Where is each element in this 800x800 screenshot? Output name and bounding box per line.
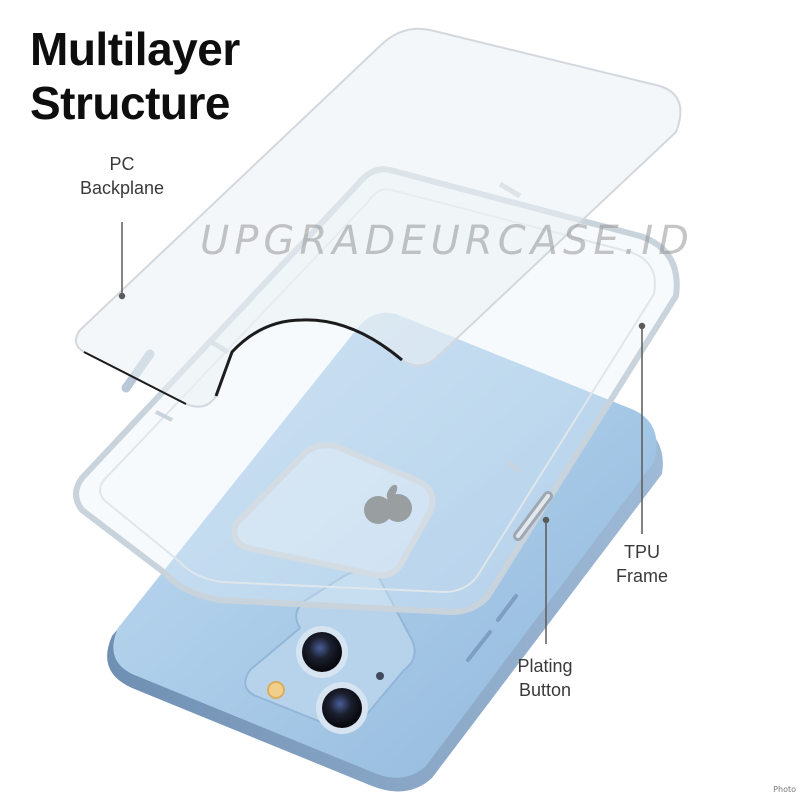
backplane-label: PC Backplane — [62, 152, 182, 200]
button-label-line-2: Button — [518, 680, 572, 700]
phone-body — [107, 312, 663, 792]
page-title: Multilayer Structure — [30, 22, 240, 130]
button-label-line-1: Plating — [517, 656, 573, 676]
watermark-text: UPGRADEURCASE.ID — [200, 218, 694, 264]
button-label: Plating Button — [490, 654, 600, 702]
title-line-2: Structure — [30, 77, 230, 129]
frame-label-line-2: Frame — [615, 566, 668, 586]
pc-backplane — [74, 27, 682, 408]
apple-logo — [364, 484, 412, 524]
corner-credit: Photo — [773, 785, 796, 794]
callout-lines — [118, 222, 646, 644]
tpu-frame — [73, 166, 680, 616]
backplane-label-line-1: PC — [109, 154, 135, 174]
backplane-label-line-2: Backplane — [79, 178, 165, 198]
frame-label-line-1: TPU — [624, 542, 660, 562]
title-line-1: Multilayer — [30, 23, 240, 75]
frame-label: TPU Frame — [590, 540, 694, 588]
